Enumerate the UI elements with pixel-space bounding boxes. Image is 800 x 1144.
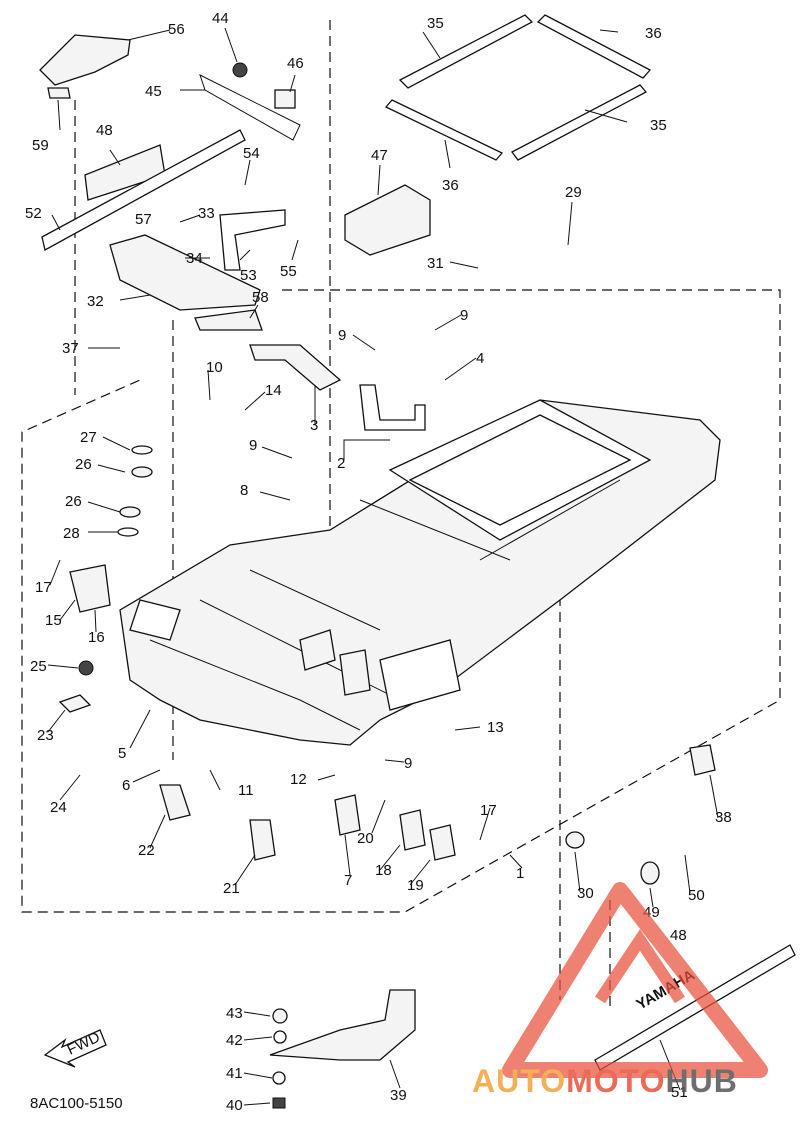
callout-4: 4	[476, 350, 484, 367]
callout-8: 8	[240, 482, 248, 499]
callout-1: 1	[516, 865, 524, 882]
callout-17b: 17	[480, 802, 497, 819]
callout-44: 44	[212, 10, 229, 27]
callout-10: 10	[206, 359, 223, 376]
callout-35b: 35	[650, 117, 667, 134]
callout-48a: 48	[96, 122, 113, 139]
callout-29: 29	[565, 184, 582, 201]
callout-59: 59	[32, 137, 49, 154]
callout-18: 18	[375, 862, 392, 879]
watermark-hub: HUB	[665, 1063, 737, 1099]
small-parts-left	[58, 445, 153, 713]
callout-36a: 36	[645, 25, 662, 42]
callout-35a: 35	[427, 15, 444, 32]
callout-57: 57	[135, 211, 152, 228]
callout-17a: 17	[35, 579, 52, 596]
tool-bag-47	[344, 184, 431, 256]
callout-53: 53	[240, 267, 257, 284]
decal-strips-48-52	[41, 129, 246, 251]
callout-54: 54	[243, 145, 260, 162]
callout-11: 11	[238, 782, 254, 799]
callout-43: 43	[226, 1005, 243, 1022]
callout-26b: 26	[65, 493, 82, 510]
top-left-bracket-56	[39, 34, 131, 99]
callout-23: 23	[37, 727, 54, 744]
callout-14: 14	[265, 382, 282, 399]
callout-38: 38	[715, 809, 732, 826]
callout-2: 2	[337, 455, 345, 472]
callout-26a: 26	[75, 456, 92, 473]
callout-52: 52	[25, 205, 42, 222]
bracket-39	[269, 989, 416, 1109]
callout-12: 12	[290, 771, 307, 788]
leader-lines	[47, 27, 719, 1106]
callout-51: 51	[671, 1084, 688, 1101]
callout-21: 21	[223, 880, 240, 897]
watermark-auto: AUTO	[472, 1063, 566, 1099]
callout-16: 16	[88, 629, 105, 646]
callout-3: 3	[310, 417, 318, 434]
callout-28: 28	[63, 525, 80, 542]
callout-50: 50	[688, 887, 705, 904]
callout-27: 27	[80, 429, 97, 446]
callout-46: 46	[287, 55, 304, 72]
callout-40: 40	[226, 1097, 243, 1114]
callout-47: 47	[371, 147, 388, 164]
callout-56: 56	[168, 21, 185, 38]
callout-39: 39	[390, 1087, 407, 1104]
watermark-moto: MOTO	[566, 1063, 665, 1099]
callout-13: 13	[487, 719, 504, 736]
callout-34: 34	[186, 250, 203, 267]
callout-7: 7	[344, 872, 352, 889]
callout-9b: 9	[460, 307, 468, 324]
catalog-code: 8AC100-5150	[30, 1095, 123, 1112]
callout-20: 20	[357, 830, 374, 847]
callout-6: 6	[122, 777, 130, 794]
svg-text:AUTOMOTOHUB: AUTOMOTOHUB	[472, 1063, 738, 1099]
callout-42: 42	[226, 1032, 243, 1049]
callout-32: 32	[87, 293, 104, 310]
seat-pads-35-36	[384, 14, 652, 161]
callout-19: 19	[407, 877, 424, 894]
callout-5: 5	[118, 745, 126, 762]
callout-55: 55	[280, 263, 297, 280]
callout-36b: 36	[442, 177, 459, 194]
main-frame-1	[119, 399, 721, 746]
callout-9d: 9	[404, 755, 412, 772]
automotohub-watermark-logo: AUTOMOTOHUB	[472, 882, 768, 1099]
callout-24: 24	[50, 799, 67, 816]
callout-48b: 48	[670, 927, 687, 944]
callout-45: 45	[145, 83, 162, 100]
callout-58: 58	[252, 289, 269, 306]
callout-numbers: 1 2 3 4 5 6 7 8 9 9 9 9 10 11 12 13 14 1…	[25, 10, 732, 1114]
callout-9c: 9	[249, 437, 257, 454]
lower-brackets	[159, 744, 716, 885]
stay-45-44-46	[199, 62, 301, 141]
callout-41: 41	[226, 1065, 243, 1082]
plate-32-33-34-53	[109, 209, 286, 331]
callout-15: 15	[45, 612, 62, 629]
callout-9a: 9	[338, 327, 346, 344]
bracket-2-3	[249, 344, 426, 431]
fwd-arrow-icon: FWD	[43, 1029, 107, 1068]
callout-37: 37	[62, 340, 79, 357]
callout-22: 22	[138, 842, 155, 859]
callout-25: 25	[30, 658, 47, 675]
callout-30: 30	[577, 885, 594, 902]
callout-33: 33	[198, 205, 215, 222]
callout-31: 31	[427, 255, 444, 272]
